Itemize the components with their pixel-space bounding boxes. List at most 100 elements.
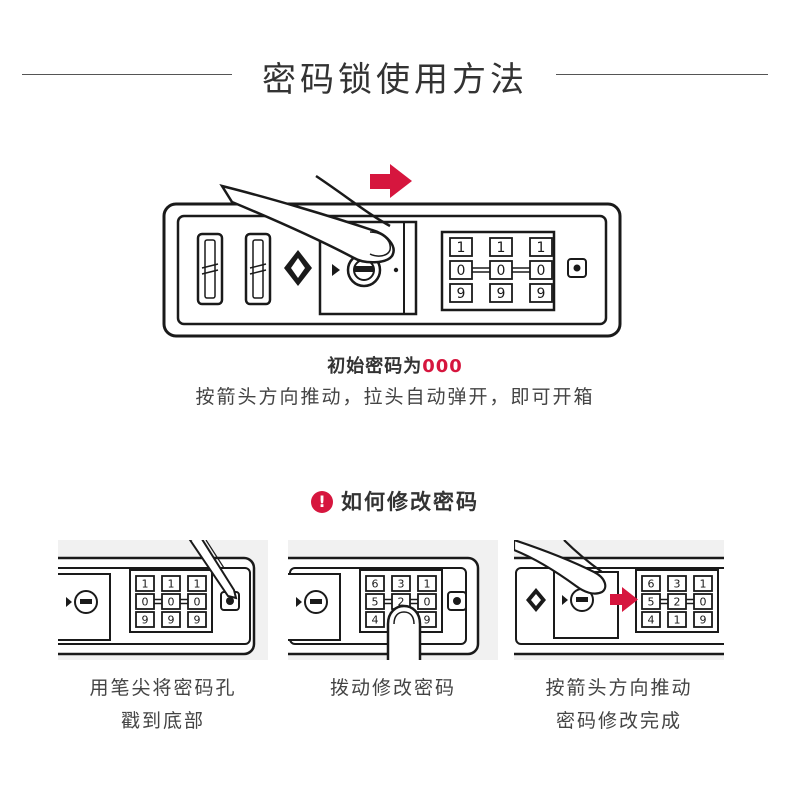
dial-digit: 9 — [457, 286, 466, 302]
dial-cell — [161, 611, 181, 628]
dial-digit: 0 — [457, 263, 466, 279]
step-3-panel: 6 5 4 3 2 1 1 0 9 — [514, 540, 724, 660]
dial-cell — [693, 593, 713, 610]
dial-digit: 0 — [194, 595, 201, 608]
dial-digit: 9 — [700, 613, 707, 626]
step-1-line-1: 用笔尖将密码孔 — [89, 677, 237, 699]
warning-icon: ! — [311, 491, 333, 513]
step-3-caption: 按箭头方向推动 密码修改完成 — [499, 672, 739, 738]
dial-digit: 3 — [398, 577, 405, 590]
dial-digit: 0 — [537, 263, 546, 279]
dial-digit: 9 — [168, 613, 175, 626]
dial-cell — [641, 575, 661, 592]
dial-cell — [489, 260, 513, 280]
dial-digit: 9 — [424, 613, 431, 626]
dial-cell — [417, 593, 437, 610]
dial-digit: 9 — [497, 286, 506, 302]
dial-cell — [449, 283, 473, 303]
dial-group: 1 0 9 1 0 9 1 0 9 — [449, 237, 553, 303]
dial-cell — [693, 611, 713, 628]
dial-cell — [187, 611, 207, 628]
dial-cell — [641, 593, 661, 610]
dial-cell — [365, 575, 385, 592]
tsa-diamond-icon — [284, 250, 312, 286]
dial-digit: 1 — [700, 577, 707, 590]
dial-digit: 2 — [398, 595, 405, 608]
dial-digit: 1 — [537, 240, 546, 256]
dial-digit: 0 — [497, 263, 506, 279]
initial-code-label: 初始密码为 — [327, 356, 423, 377]
dial-cell — [667, 593, 687, 610]
step-1-caption: 用笔尖将密码孔 戳到底部 — [43, 672, 283, 738]
dial-cell — [365, 611, 385, 628]
dial-digit: 6 — [372, 577, 379, 590]
dial-digit: 5 — [372, 595, 379, 608]
step-2-line-1: 拨动修改密码 — [329, 677, 456, 699]
dial-digit: 9 — [142, 613, 149, 626]
dial-digit: 0 — [424, 595, 431, 608]
page-title: 密码锁使用方法 — [262, 60, 528, 100]
open-instruction: 按箭头方向推动，拉头自动弹开，即可开箱 — [195, 386, 595, 408]
push-arrow-icon — [610, 587, 638, 612]
dial-digit: 1 — [674, 613, 681, 626]
dial-cell — [449, 260, 473, 280]
dial-cell — [449, 237, 473, 257]
lock-inner-frame — [176, 214, 608, 326]
dial-digit: 0 — [142, 595, 149, 608]
step-2-caption: 拨动修改密码 — [273, 672, 513, 705]
dial-cell — [641, 611, 661, 628]
pen-icon — [188, 540, 238, 600]
dial-cell — [667, 611, 687, 628]
initial-code-caption: 初始密码为000 — [0, 352, 790, 378]
dial-digit: 0 — [168, 595, 175, 608]
dial-digit: 6 — [648, 577, 655, 590]
dial-cell — [489, 237, 513, 257]
initial-code-value: 000 — [422, 356, 463, 377]
dial-cell — [391, 575, 411, 592]
dial-cell — [417, 575, 437, 592]
dial-cell — [187, 575, 207, 592]
main-lock-illustration: 1 0 9 1 0 9 1 0 9 — [162, 164, 622, 338]
dial-digit: 5 — [648, 595, 655, 608]
dial-digit: 1 — [457, 240, 466, 256]
dial-digit: 4 — [648, 613, 655, 626]
dial-cell — [667, 575, 687, 592]
dial-cell — [365, 593, 385, 610]
dial-digit: 4 — [372, 613, 379, 626]
dial-digit: 1 — [497, 240, 506, 256]
dial-digit: 3 — [674, 577, 681, 590]
zipper-slot-right — [244, 232, 272, 306]
zipper-slot-left — [196, 232, 224, 306]
dial-digit: 9 — [537, 286, 546, 302]
finger-icon — [514, 540, 607, 595]
how-to-change-heading: ! 如何修改密码 — [0, 486, 790, 516]
dial-digit: 0 — [700, 595, 707, 608]
dial-digit: 9 — [194, 613, 201, 626]
dial-cell — [135, 575, 155, 592]
push-arrow-icon — [370, 164, 412, 198]
finger-icon — [219, 174, 395, 264]
step-1-line-2: 戳到底部 — [120, 710, 205, 732]
reset-hole-icon — [567, 258, 587, 278]
dial-digit: 1 — [142, 577, 149, 590]
dial-cell — [489, 283, 513, 303]
finger-icon — [386, 604, 422, 660]
dial-digit: 1 — [424, 577, 431, 590]
dial-cell — [161, 575, 181, 592]
dial-cell — [529, 260, 553, 280]
dial-cell — [529, 237, 553, 257]
dial-cell — [529, 283, 553, 303]
dial-cell — [135, 593, 155, 610]
title-rule-left — [22, 74, 232, 75]
dial-cell — [693, 575, 713, 592]
dial-digit: 2 — [674, 595, 681, 608]
dial-cell — [135, 611, 155, 628]
title-rule-right — [556, 74, 768, 75]
how-to-change-title: 如何修改密码 — [341, 490, 479, 514]
dial-cell — [187, 593, 207, 610]
step-3-line-1: 按箭头方向推动 — [545, 677, 693, 699]
step-3-line-2: 密码修改完成 — [555, 710, 682, 732]
dial-digit: 1 — [194, 577, 201, 590]
